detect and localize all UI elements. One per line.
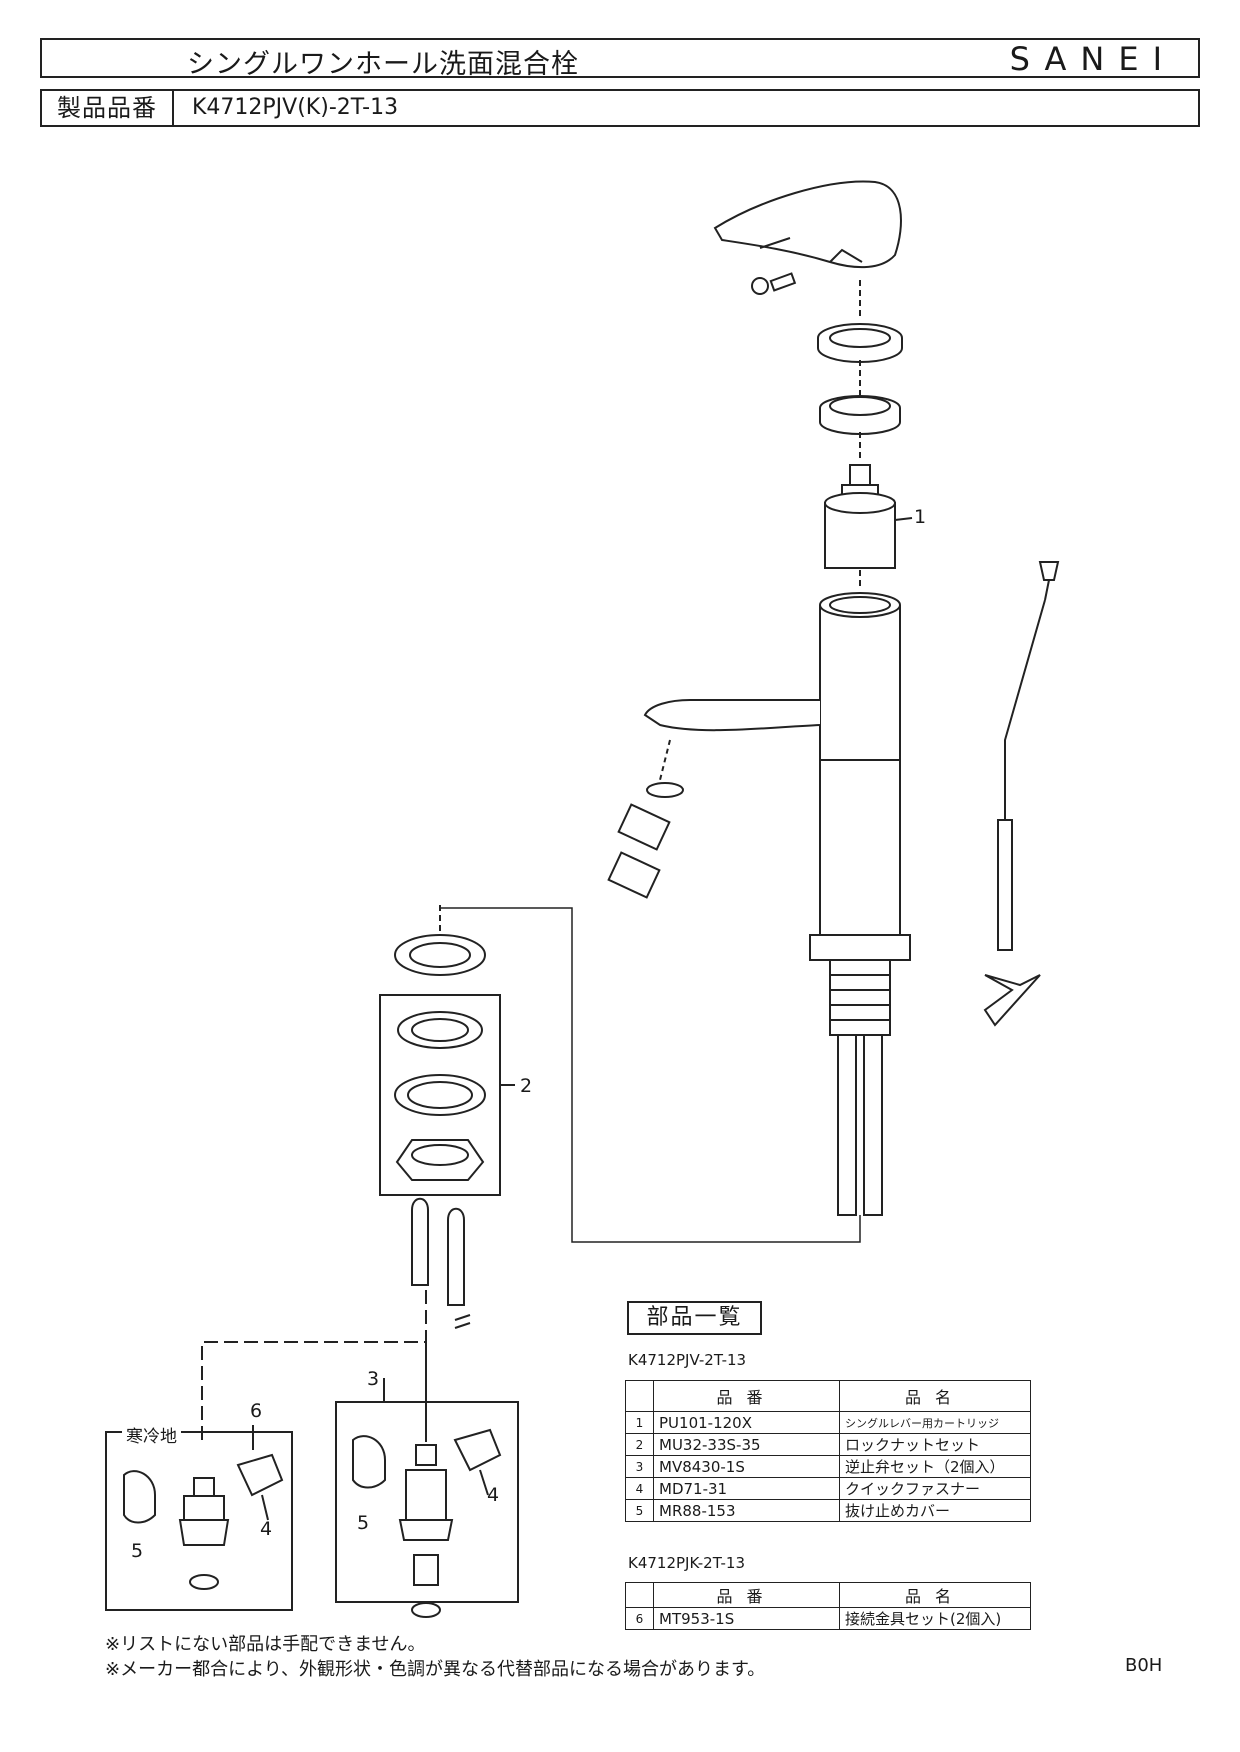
table2-caption: K4712PJK-2T-13 bbox=[628, 1554, 745, 1572]
callout-6: 6 bbox=[250, 1400, 263, 1422]
row-name: 接続金具セット(2個入) bbox=[839, 1607, 1031, 1630]
row-no: 6 bbox=[625, 1607, 654, 1630]
cold-region-set-icon bbox=[105, 1431, 293, 1611]
check-valve-set-icon bbox=[201, 1290, 519, 1618]
row-name: シングルレバー用カートリッジ bbox=[839, 1411, 1031, 1434]
threaded-nut-icon bbox=[819, 395, 901, 435]
table-row: 2 MU32-33S-35 ロックナットセット bbox=[625, 1433, 1031, 1456]
row-name: 抜け止めカバー bbox=[839, 1499, 1031, 1522]
parts-table-1: 品番 品名 1 PU101-120X シングルレバー用カートリッジ 2 MU32… bbox=[625, 1380, 1031, 1522]
brand-logo: SANEI bbox=[1009, 40, 1176, 78]
row-code: MV8430-1S bbox=[653, 1455, 840, 1478]
header-code: 品番 bbox=[653, 1582, 840, 1608]
header-name: 品名 bbox=[839, 1380, 1031, 1412]
aerator-icon bbox=[607, 739, 684, 899]
table-row: 5 MR88-153 抜け止めカバー bbox=[625, 1499, 1031, 1522]
header-no bbox=[625, 1380, 654, 1412]
table-header-row: 品番 品名 bbox=[625, 1582, 1031, 1608]
row-name: クイックファスナー bbox=[839, 1477, 1031, 1500]
row-no: 4 bbox=[625, 1477, 654, 1500]
sheet-code: B0H bbox=[1125, 1655, 1163, 1676]
parts-table-2: 品番 品名 6 MT953-1S 接続金具セット(2個入) bbox=[625, 1582, 1031, 1630]
faucet-body-icon bbox=[643, 592, 911, 1216]
product-number-bar: 製品品番 K4712PJV(K)-2T-13 bbox=[40, 89, 1200, 127]
product-number-value: K4712PJV(K)-2T-13 bbox=[192, 95, 399, 120]
header-code: 品番 bbox=[653, 1380, 840, 1412]
row-code: MD71-31 bbox=[653, 1477, 840, 1500]
row-code: MT953-1S bbox=[653, 1607, 840, 1630]
lever-handle-icon bbox=[713, 180, 902, 295]
callout-2: 2 bbox=[520, 1075, 533, 1097]
row-no: 1 bbox=[625, 1411, 654, 1434]
table-row: 1 PU101-120X シングルレバー用カートリッジ bbox=[625, 1411, 1031, 1434]
cap-ring-icon bbox=[817, 323, 903, 363]
popup-rod-icon bbox=[983, 561, 1060, 1027]
table-header-row: 品番 品名 bbox=[625, 1380, 1031, 1412]
product-number-label: 製品品番 bbox=[42, 91, 174, 125]
callout-5a: 5 bbox=[131, 1540, 144, 1562]
cold-region-label: 寒冷地 bbox=[122, 1422, 181, 1447]
table-row: 3 MV8430-1S 逆止弁セット（2個入） bbox=[625, 1455, 1031, 1478]
callout-5b: 5 bbox=[357, 1512, 370, 1534]
title-bar: シングルワンホール洗面混合栓 SANEI bbox=[40, 38, 1200, 80]
row-code: PU101-120X bbox=[653, 1411, 840, 1434]
note-unlisted-parts: ※リストにない部品は手配できません。 bbox=[105, 1634, 426, 1655]
note-substitute-parts: ※メーカー都合により、外観形状・色調が異なる代替部品になる場合があります。 bbox=[105, 1659, 766, 1680]
row-name: ロックナットセット bbox=[839, 1433, 1031, 1456]
header-no bbox=[625, 1582, 654, 1608]
row-no: 3 bbox=[625, 1455, 654, 1478]
row-code: MR88-153 bbox=[653, 1499, 840, 1522]
row-code: MU32-33S-35 bbox=[653, 1433, 840, 1456]
row-no: 5 bbox=[625, 1499, 654, 1522]
callout-4b: 4 bbox=[487, 1484, 500, 1506]
header-name: 品名 bbox=[839, 1582, 1031, 1608]
table-row: 4 MD71-31 クイックファスナー bbox=[625, 1477, 1031, 1500]
document-title: シングルワンホール洗面混合栓 bbox=[187, 49, 579, 80]
supply-hose-icon bbox=[411, 1197, 471, 1329]
cartridge-icon bbox=[824, 464, 913, 569]
table1-caption: K4712PJV-2T-13 bbox=[628, 1351, 747, 1369]
callout-1: 1 bbox=[914, 506, 927, 528]
parts-list-heading: 部品一覧 bbox=[627, 1301, 762, 1335]
row-no: 2 bbox=[625, 1433, 654, 1456]
table-row: 6 MT953-1S 接続金具セット(2個入) bbox=[625, 1607, 1031, 1630]
row-name: 逆止弁セット（2個入） bbox=[839, 1455, 1031, 1478]
callout-4a: 4 bbox=[260, 1518, 273, 1540]
callout-3: 3 bbox=[367, 1368, 380, 1390]
locknut-set-icon bbox=[379, 905, 861, 1243]
